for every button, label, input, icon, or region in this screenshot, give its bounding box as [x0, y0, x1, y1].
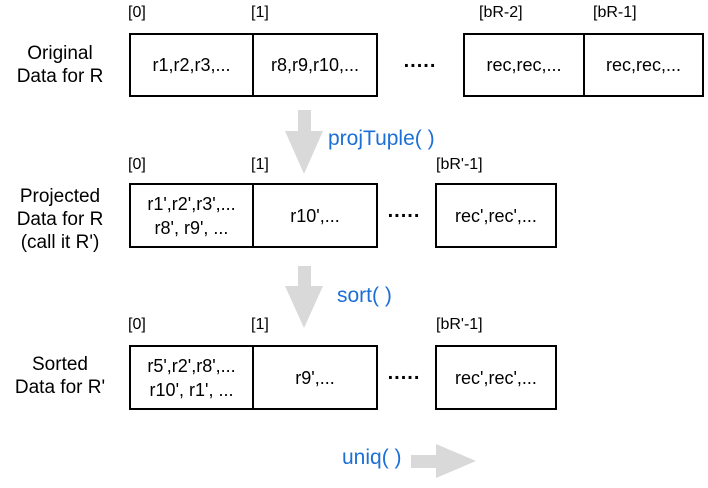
projtuple-down-arrow-icon [285, 110, 323, 174]
row3-label-line1: Sorted [32, 354, 88, 375]
arrow-head [436, 444, 476, 478]
uniq-right-arrow-icon [411, 444, 476, 478]
row3-index-1: [1] [251, 316, 269, 333]
row2-label-line2: Data for R [16, 209, 104, 230]
row3-array-left: r5',r2',r8',... r10', r1', ... r9',... [129, 345, 378, 410]
arrow-stem [297, 110, 311, 131]
row1-array-right: rec,rec,... rec,rec,... [463, 33, 704, 97]
row1-index-0: [0] [128, 4, 146, 21]
row3-index-0: [0] [128, 316, 146, 333]
row3-cell-bRp-1: rec',rec',... [455, 367, 537, 388]
row2-index-bRp-1: [bR'-1] [436, 156, 483, 173]
row2-array-right: rec',rec',... [435, 183, 557, 248]
row2-ellipsis: ..... [387, 200, 421, 222]
row1-index-bR-2: [bR-2] [479, 4, 523, 21]
row1-index-1: [1] [251, 4, 269, 21]
sort-down-arrow-icon [285, 266, 323, 328]
row2-array-left: r1',r2',r3',... r8', r9', ... r10',... [129, 183, 378, 248]
row3-cell-0: r5',r2',r8',... r10', r1', ... [147, 355, 236, 400]
row1-index-bR-1: [bR-1] [593, 4, 637, 21]
row2-label-line1: Projected [19, 186, 101, 207]
uniq-label: uniq( ) [342, 446, 402, 469]
row2-index-1: [1] [251, 156, 269, 173]
row2-label: Projected Data for R (call it R') [4, 185, 116, 254]
projtuple-label: projTuple( ) [328, 127, 435, 150]
row2-cell-0: r1',r2',r3',... r8', r9', ... [147, 193, 236, 238]
row2-cell-1: r10',... [252, 185, 376, 246]
row1-ellipsis: ..... [403, 50, 437, 72]
row1-label-line2: Data for R [16, 66, 104, 87]
arrow-head [285, 286, 323, 328]
sort-label: sort( ) [337, 284, 392, 307]
row1-cell-0: r1,r2,r3,... [152, 55, 231, 75]
row2-cell-bRp-1: rec',rec',... [455, 205, 537, 226]
row3-label: Sorted Data for R' [4, 353, 116, 399]
row1-cell-bR-1: rec,rec,... [583, 35, 702, 95]
row1-array-left: r1,r2,r3,... r8,r9,r10,... [129, 33, 378, 97]
arrow-stem [411, 454, 436, 468]
row2-label-line3: (call it R') [20, 232, 100, 253]
row1-cell-1: r8,r9,r10,... [252, 35, 376, 95]
row3-array-right: rec',rec',... [435, 345, 557, 410]
row3-label-line2: Data for R' [14, 377, 106, 398]
row2-index-0: [0] [128, 156, 146, 173]
row3-cell-1: r9',... [252, 347, 376, 408]
row3-ellipsis: ..... [387, 362, 421, 384]
arrow-stem [297, 266, 311, 286]
row1-cell-bR-2: rec,rec,... [486, 55, 562, 75]
arrow-head [285, 131, 323, 174]
row1-label-line1: Original [27, 43, 93, 64]
row1-label: Original Data for R [4, 42, 116, 88]
row3-index-bRp-1: [bR'-1] [436, 316, 483, 333]
